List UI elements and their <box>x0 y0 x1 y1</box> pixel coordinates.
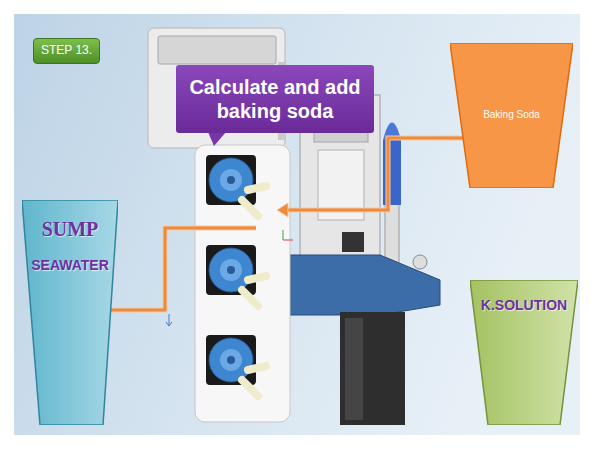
reactor-unit <box>290 95 440 425</box>
pump-head <box>206 245 266 306</box>
node-label: Baking Soda <box>450 109 573 121</box>
axis-gizmo <box>283 230 293 240</box>
callout-pointer <box>208 132 226 146</box>
node-label: Calculate and add baking soda <box>186 75 364 123</box>
node-label: SUMP <box>22 218 118 241</box>
flow-line-edge <box>90 138 464 310</box>
arrow-head <box>277 203 288 217</box>
flow-line <box>90 138 464 310</box>
node-label: K.SOLUTION <box>470 297 578 313</box>
node-label: STEP 13. <box>41 44 92 58</box>
baking-soda-tank: Baking Soda <box>450 43 573 188</box>
sump-tank: SUMP SEAWATER <box>22 200 118 425</box>
down-marker <box>166 314 172 326</box>
pump-panel <box>195 145 290 422</box>
instruction-box: Calculate and add baking soda <box>176 65 374 133</box>
step-badge: STEP 13. <box>33 38 100 64</box>
node-label: SEAWATER <box>22 257 118 273</box>
flow-arrow <box>80 138 464 317</box>
panel-background <box>14 14 580 435</box>
pump-head <box>206 335 266 396</box>
potassium-solution-tank: K.SOLUTION <box>470 280 578 425</box>
pump-head <box>206 155 266 216</box>
